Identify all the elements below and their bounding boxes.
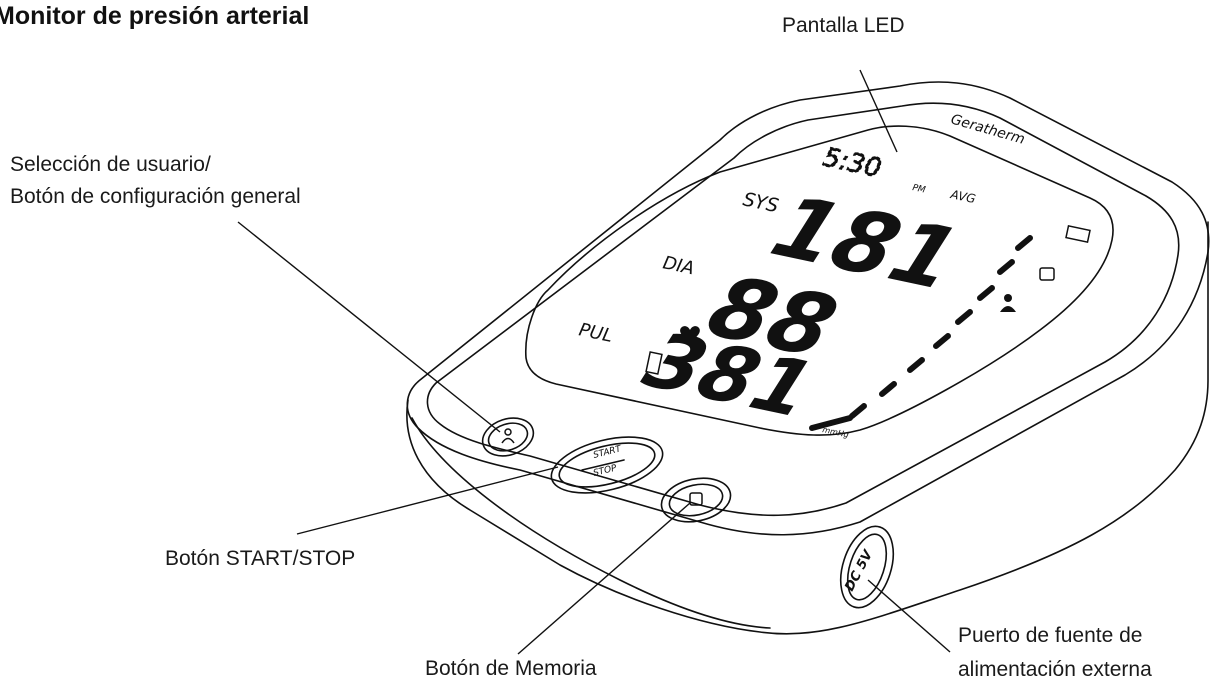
device-base-edge	[411, 417, 771, 629]
port-label: DC 5V	[842, 547, 876, 594]
brand-logo: Geratherm	[949, 111, 1027, 147]
label-power-port: Puerto de fuente de alimentación externa	[958, 622, 1152, 684]
label-power-port-line1: Puerto de fuente de	[958, 624, 1143, 647]
device-body	[406, 221, 1209, 635]
user-button[interactable]	[478, 412, 539, 462]
start-label: START	[592, 444, 623, 461]
label-memory: Botón de Memoria	[425, 657, 597, 680]
lock-icon	[1039, 267, 1055, 281]
start-stop-button[interactable]	[546, 427, 669, 503]
dc-port[interactable]	[831, 520, 903, 615]
label-display: Pantalla LED	[782, 14, 905, 37]
lcd-time: 5:30	[821, 143, 884, 184]
diagram-title: Monitor de presión arterial	[0, 2, 310, 30]
top-panel-inner	[426, 102, 1180, 517]
memory-button[interactable]	[657, 472, 734, 528]
leader-display	[859, 69, 898, 153]
lcd-window	[525, 125, 1114, 436]
lcd-pul-label: PUL	[577, 319, 615, 347]
battery-icon	[1065, 224, 1091, 244]
stop-label: STOP	[592, 463, 618, 479]
memory-icon	[689, 492, 703, 506]
user-icon	[501, 428, 515, 444]
leader-user-button	[237, 221, 501, 433]
lcd-avg: AVG	[948, 187, 976, 206]
leader-start-stop	[296, 466, 559, 535]
top-panel-outer	[406, 81, 1210, 536]
lcd-dia-label: DIA	[661, 252, 696, 279]
label-user-button-line1: Selección de usuario/	[10, 153, 211, 176]
lcd-sys-label: SYS	[741, 188, 781, 217]
lcd-contents: 5:30 PM AVG SYS DIA PUL 181 88 381 mmHg	[577, 142, 1091, 440]
label-power-port-line2: alimentación externa	[958, 658, 1152, 681]
lcd-pm: PM	[911, 183, 926, 196]
heart-icon	[680, 326, 700, 344]
memory-level-icon	[645, 351, 663, 375]
label-user-button: Selección de usuario/ Botón de configura…	[10, 151, 301, 211]
leader-power-port	[867, 579, 951, 653]
label-start-stop: Botón START/STOP	[165, 547, 356, 570]
label-user-button-line2: Botón de configuración general	[10, 185, 301, 208]
person-icon	[1000, 294, 1016, 312]
leader-memory	[517, 502, 691, 655]
